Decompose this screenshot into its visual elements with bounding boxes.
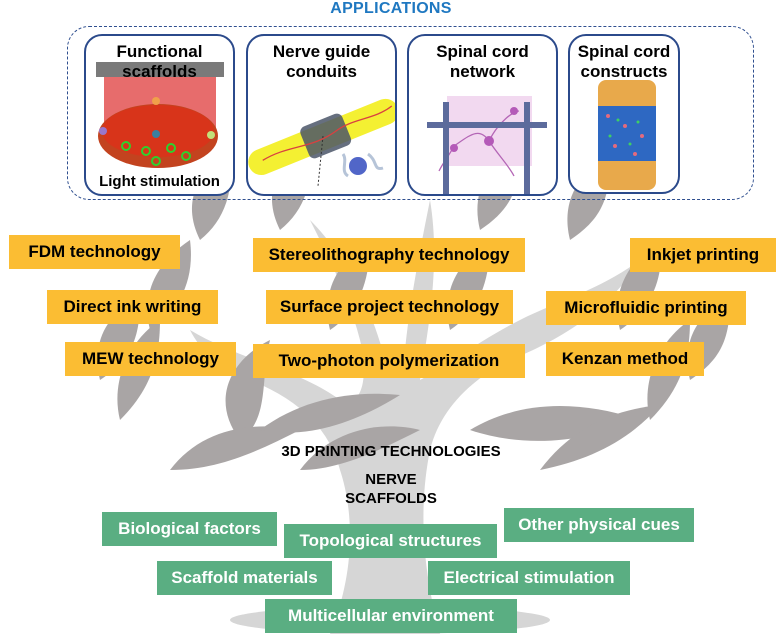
card-subtitle: Light stimulation [99, 173, 220, 190]
nerve-scaffolds-heading: NERVE SCAFFOLDS [0, 470, 782, 508]
card-title-line1: Spinal cord [436, 42, 529, 61]
scaffold-factor-biological: Biological factors [102, 512, 277, 546]
app-card-functional-scaffolds[interactable]: Functional scaffolds Light stimulation [84, 34, 235, 196]
app-card-spinal-cord-constructs[interactable]: Spinal cord constructs [568, 34, 680, 194]
nerve-scaffolds-heading-line2: SCAFFOLDS [345, 490, 437, 507]
applications-frame [67, 26, 754, 200]
card-title-line2: conduits [286, 62, 357, 81]
card-title-line1: Nerve guide [272, 42, 371, 61]
scaffold-factor-other-physical: Other physical cues [504, 508, 694, 542]
technology-fdm: FDM technology [9, 235, 180, 269]
technology-kenzan: Kenzan method [546, 342, 704, 376]
technologies-heading: 3D PRINTING TECHNOLOGIES [281, 443, 501, 460]
card-title-line1: Functional [116, 42, 203, 61]
scaffold-factor-topological: Topological structures [284, 524, 497, 558]
card-title-line2: scaffolds [122, 62, 197, 81]
card-title-line2: network [449, 62, 516, 81]
scaffold-factor-electrical: Electrical stimulation [428, 561, 630, 595]
nerve-scaffolds-heading-line1: NERVE [365, 471, 417, 488]
technology-surface-project: Surface project technology [266, 290, 513, 324]
scaffold-factor-multicellular: Multicellular environment [265, 599, 517, 633]
technology-two-photon: Two-photon polymerization [253, 344, 525, 378]
app-card-nerve-guide-conduits[interactable]: Nerve guide conduits [246, 34, 397, 196]
applications-heading: APPLICATIONS [330, 0, 452, 17]
technology-stereolithography: Stereolithography technology [253, 238, 525, 272]
nerve-conduit-icon [248, 98, 395, 187]
scaffold-factor-materials: Scaffold materials [157, 561, 332, 595]
technology-inkjet: Inkjet printing [630, 238, 776, 272]
light-stimulated-scaffold-icon [96, 62, 224, 168]
technology-direct-ink-writing: Direct ink writing [47, 290, 218, 324]
card-title: Spinal cord network [409, 42, 556, 82]
card-title-line2: constructs [580, 62, 668, 81]
neuron-network-grid-icon [427, 96, 547, 194]
technology-mew: MEW technology [65, 342, 236, 376]
card-title: Spinal cord constructs [570, 42, 678, 82]
spinal-cord-construct-icon [598, 80, 656, 190]
technology-microfluidic: Microfluidic printing [546, 291, 746, 325]
card-title: Functional scaffolds [86, 42, 233, 82]
app-card-spinal-cord-network[interactable]: Spinal cord network [407, 34, 558, 196]
card-title-line1: Spinal cord [577, 42, 671, 61]
card-title: Nerve guide conduits [248, 42, 395, 82]
